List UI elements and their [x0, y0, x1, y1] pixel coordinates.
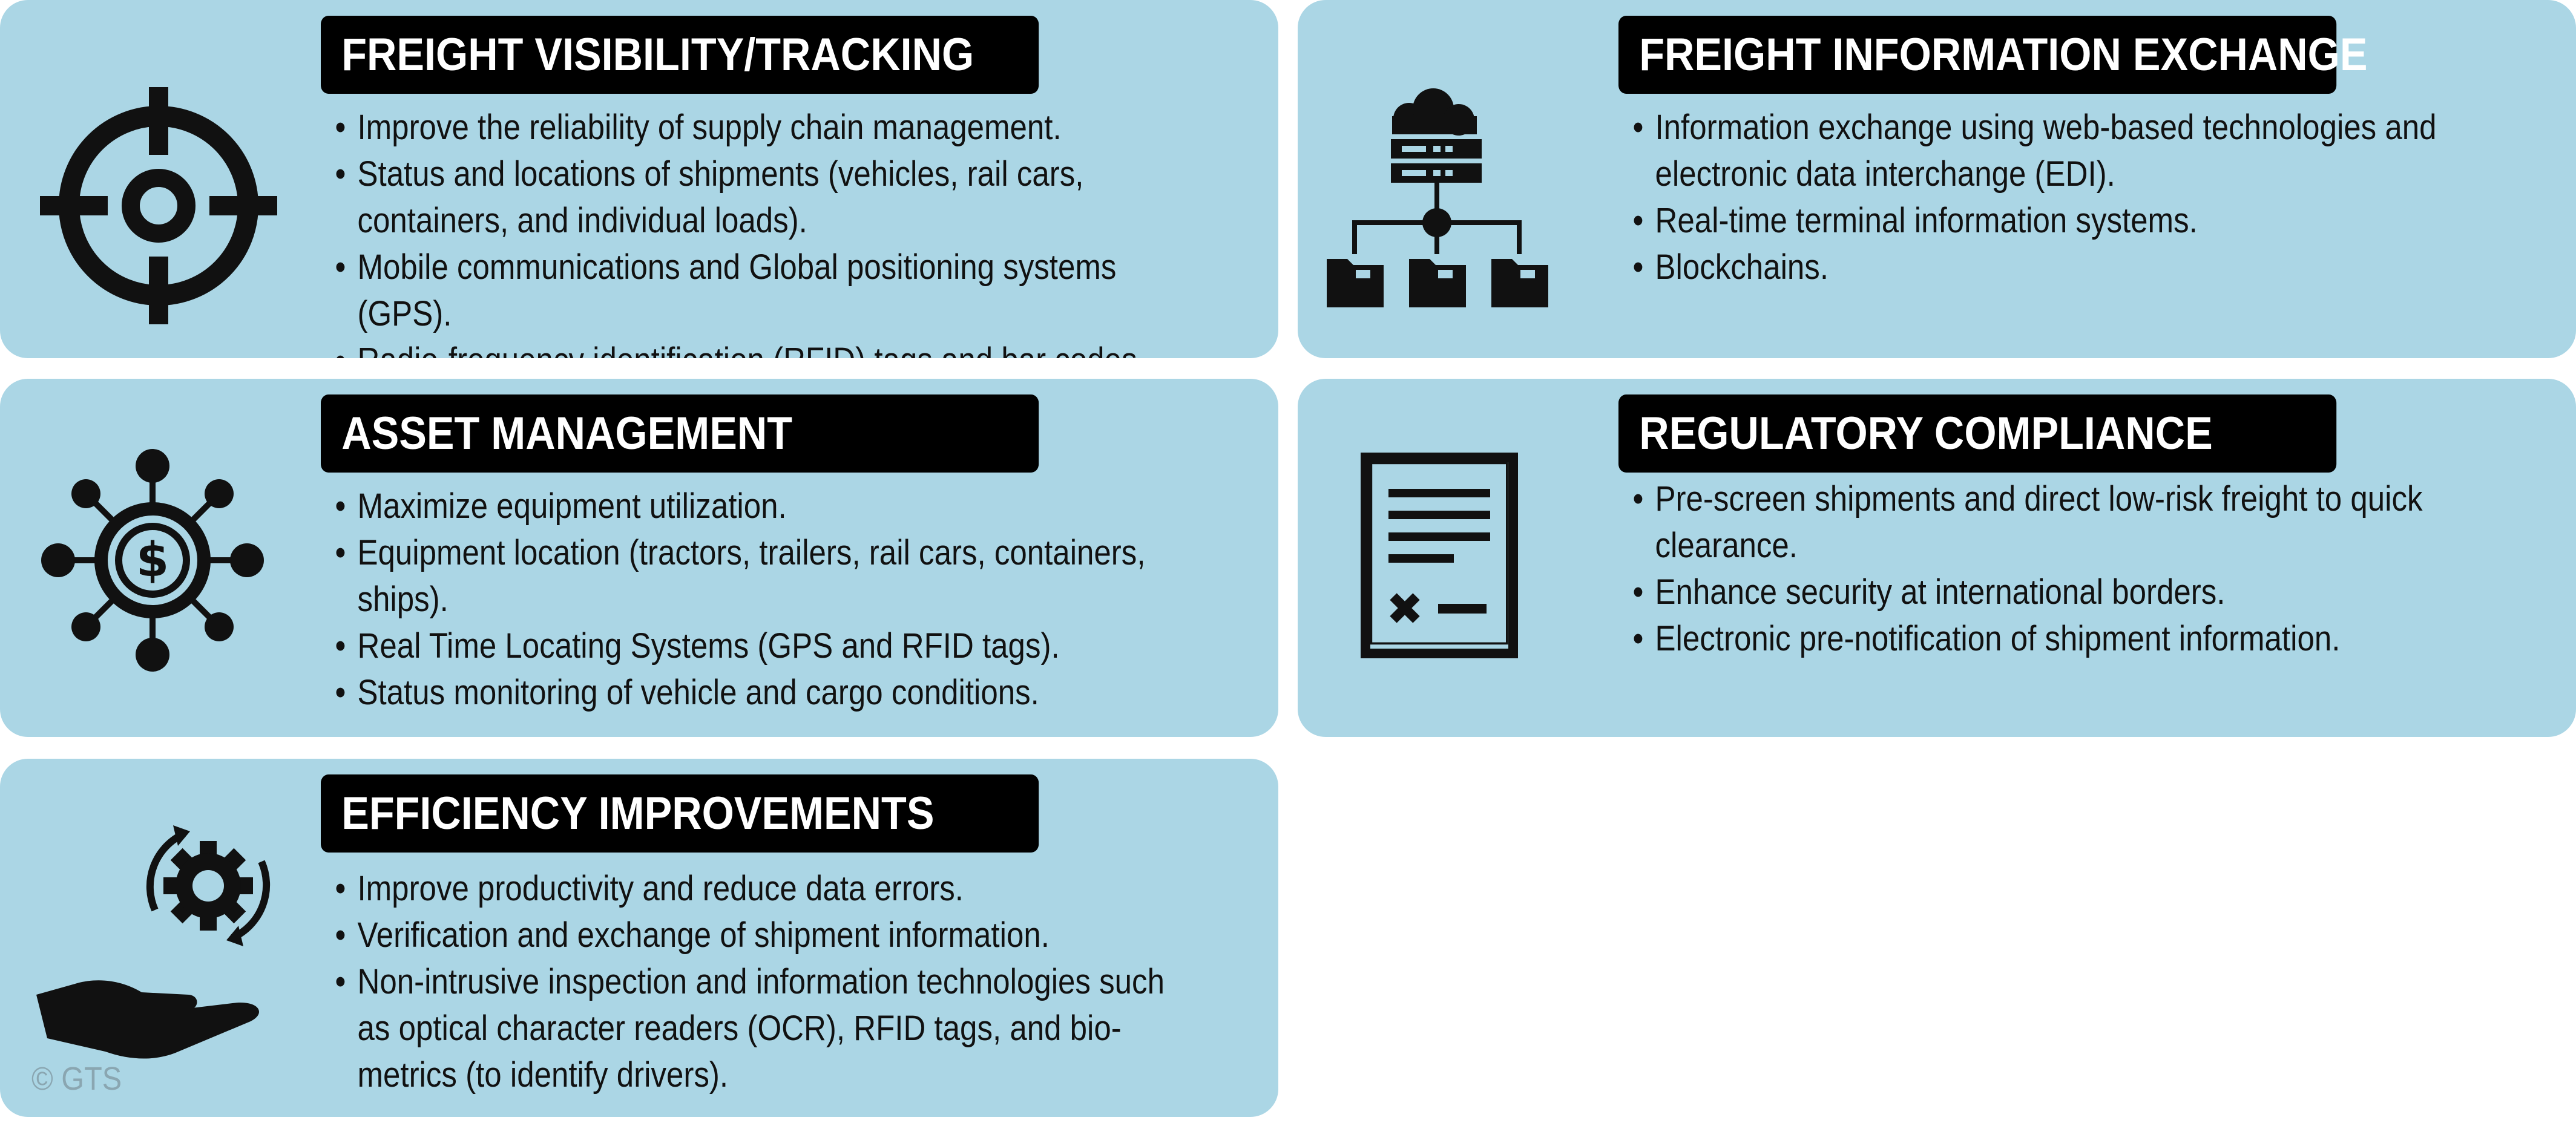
- hand-gear-cycle-icon: [36, 825, 271, 1059]
- list-item: Radio-frequency identification (RFID) ta…: [333, 337, 1169, 358]
- list-item: Real-time terminal information systems.: [1631, 197, 2467, 244]
- list-item: Real Time Locating Systems (GPS and RFID…: [333, 623, 1169, 669]
- list-item: Improve productivity and reduce data err…: [333, 865, 1169, 912]
- list-item: Non-intrusive inspection and information…: [333, 958, 1169, 1098]
- bullet-list: Maximize equipment utilization. Equipmen…: [333, 483, 1169, 716]
- list-item: Improve the reliability of supply chain …: [333, 104, 1169, 151]
- card-regulatory-compliance: REGULATORY COMPLIANCE Pre-screen shipmen…: [1298, 379, 2576, 737]
- dollar-network-hub-icon: $: [41, 449, 264, 672]
- card-title: FREIGHT INFORMATION EXCHANGE: [1618, 16, 2368, 94]
- target-crosshair-icon: [40, 87, 277, 324]
- card-title: EFFICIENCY IMPROVEMENTS: [321, 774, 1039, 853]
- list-item: Equipment location (tractors, trailers, …: [333, 529, 1169, 623]
- card-efficiency-improvements: EFFICIENCY IMPROVEMENTS Improve producti…: [0, 759, 1278, 1117]
- card-title: FREIGHT VISIBILITY/TRACKING: [321, 16, 1039, 94]
- card-title: ASSET MANAGEMENT: [321, 394, 1039, 473]
- bullet-list: Improve productivity and reduce data err…: [333, 865, 1169, 1098]
- list-item: Enhance security at international border…: [1631, 569, 2467, 615]
- list-item: Electronic pre-notification of shipment …: [1631, 615, 2467, 662]
- bullet-list: Information exchange using web-based tec…: [1631, 104, 2467, 290]
- svg-text:$: $: [136, 533, 169, 588]
- cloud-network-folders-icon: [1327, 88, 1548, 307]
- card-freight-visibility: FREIGHT VISIBILITY/TRACKING Improve the …: [0, 0, 1278, 358]
- list-item: Blockchains.: [1631, 244, 2467, 290]
- list-item: Pre-screen shipments and direct low-risk…: [1631, 476, 2467, 569]
- list-item: Information exchange using web-based tec…: [1631, 104, 2467, 197]
- list-item: Maximize equipment utilization.: [333, 483, 1169, 529]
- card-title: REGULATORY COMPLIANCE: [1618, 394, 2337, 473]
- card-asset-management: $ ASSET MANAGEMENT Maximize equipment ut…: [0, 379, 1278, 737]
- bullet-list: Improve the reliability of supply chain …: [333, 104, 1169, 358]
- bullet-list: Pre-screen shipments and direct low-risk…: [1631, 476, 2467, 662]
- list-item: Mobile communications and Global positio…: [333, 244, 1169, 337]
- card-freight-information-exchange: FREIGHT INFORMATION EXCHANGE Information…: [1298, 0, 2576, 358]
- copyright-label: © GTS: [31, 1061, 122, 1097]
- document-checklist-icon: [1361, 453, 1518, 658]
- list-item: Verification and exchange of shipment in…: [333, 912, 1169, 958]
- list-item: Status monitoring of vehicle and cargo c…: [333, 669, 1169, 716]
- list-item: Status and locations of shipments (vehic…: [333, 151, 1169, 244]
